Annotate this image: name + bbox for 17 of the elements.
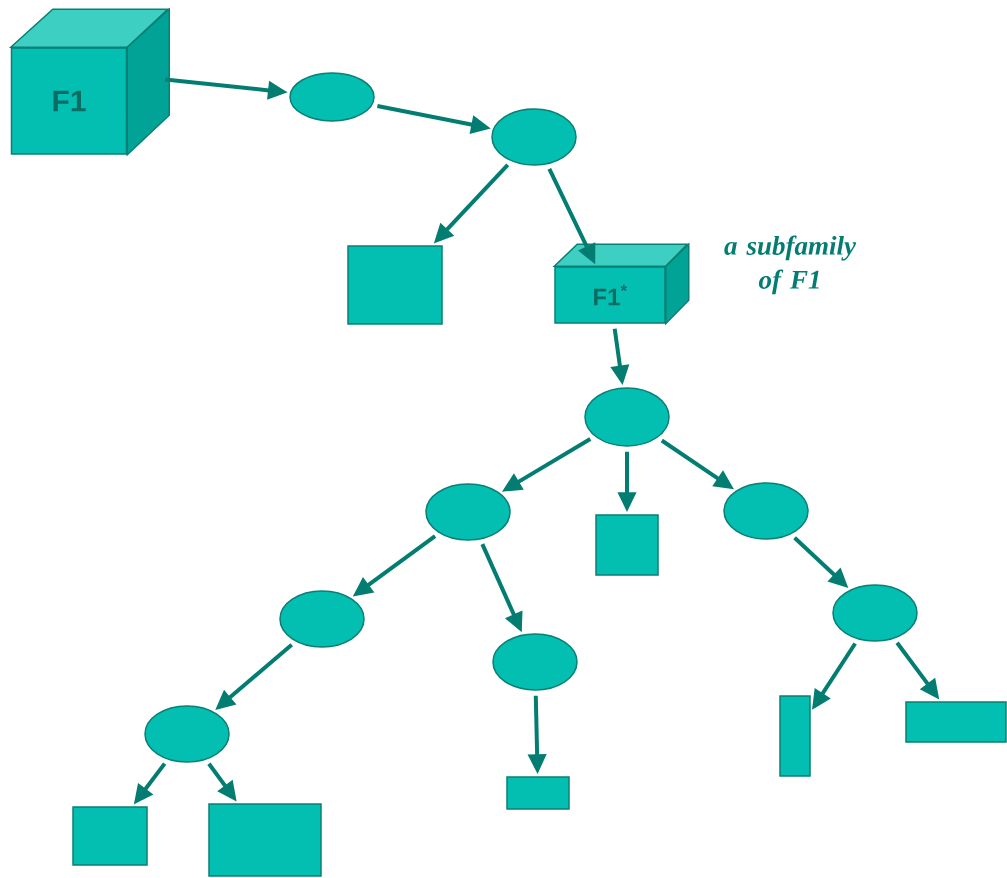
box	[72, 806, 148, 866]
ellipse	[279, 590, 365, 648]
box	[905, 701, 1007, 743]
ellipse	[289, 72, 375, 122]
box	[208, 803, 322, 877]
ellipse	[492, 633, 578, 691]
box	[595, 514, 659, 576]
ellipse	[584, 387, 670, 447]
box	[779, 695, 811, 777]
box	[347, 245, 443, 325]
box	[506, 776, 570, 810]
ellipse	[425, 483, 511, 541]
ellipse	[144, 705, 230, 763]
ellipse	[832, 584, 918, 642]
ellipse	[491, 108, 577, 166]
annotation: a subfamily of F1	[724, 235, 857, 295]
ellipse	[723, 482, 809, 540]
